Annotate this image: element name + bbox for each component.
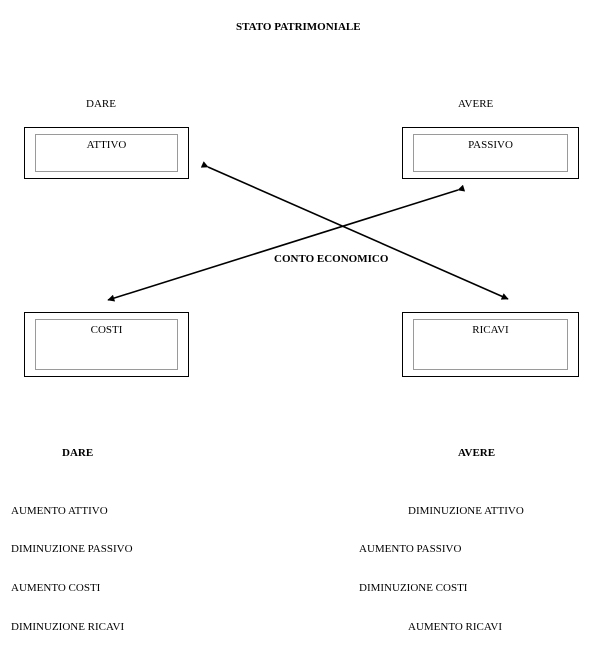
box-costi-label: COSTI [90, 324, 123, 336]
bottom-avere-label: AVERE [458, 447, 496, 459]
box-attivo-label: ATTIVO [86, 139, 127, 151]
box-ricavi-label: RICAVI [472, 324, 509, 336]
top-dare-label: DARE [86, 98, 116, 110]
arrow-passivo-costi [107, 184, 466, 302]
box-attivo: ATTIVO [24, 127, 189, 179]
box-costi: COSTI [24, 312, 189, 377]
avere-item: DIMINUZIONE COSTI [359, 582, 468, 594]
top-avere-label: AVERE [458, 98, 494, 110]
dare-item: AUMENTO COSTI [11, 582, 101, 594]
conto-economico-label: CONTO ECONOMICO [273, 253, 390, 266]
dare-item: DIMINUZIONE RICAVI [11, 621, 125, 633]
dare-item: DIMINUZIONE PASSIVO [11, 543, 133, 555]
arrow-attivo-ricavi [200, 161, 509, 300]
diagram-title: STATO PATRIMONIALE [236, 21, 361, 33]
avere-item: AUMENTO RICAVI [408, 621, 503, 633]
avere-item: AUMENTO PASSIVO [359, 543, 462, 555]
bottom-dare-label: DARE [62, 447, 94, 459]
box-ricavi: RICAVI [402, 312, 579, 377]
box-passivo-label: PASSIVO [468, 139, 513, 151]
box-passivo: PASSIVO [402, 127, 579, 179]
dare-item: AUMENTO ATTIVO [11, 505, 108, 517]
avere-item: DIMINUZIONE ATTIVO [408, 505, 524, 517]
